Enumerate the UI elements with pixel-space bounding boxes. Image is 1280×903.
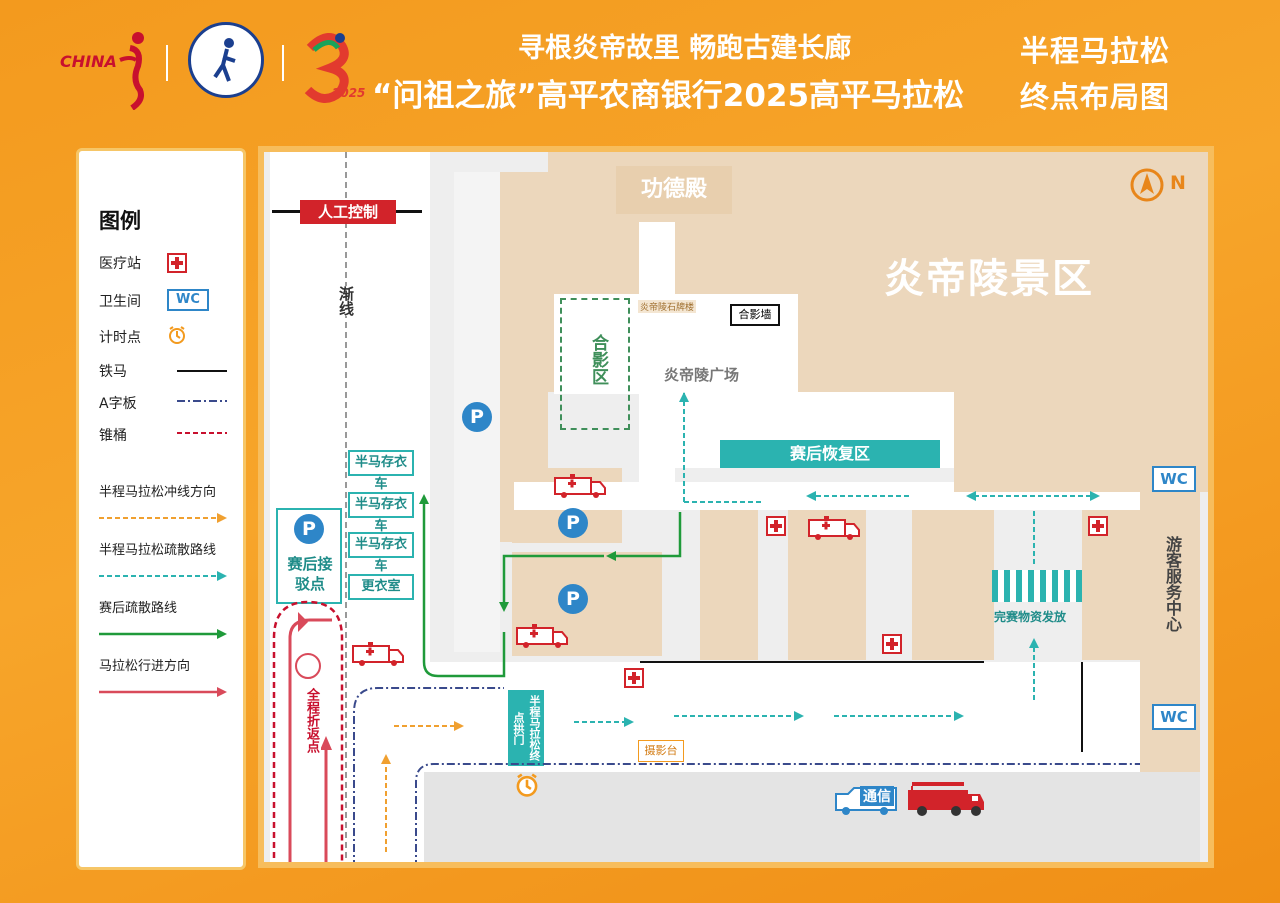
- red-arrow-icon: [99, 687, 227, 697]
- header-slogan: 寻根炎帝故里 畅跑古建长廊: [518, 33, 852, 64]
- logo-divider: [166, 45, 168, 81]
- medical-station-icon: [624, 668, 644, 688]
- legend-label-wc: 卫生间: [99, 294, 141, 310]
- bag-truck-3: 半马存衣车: [348, 532, 414, 574]
- turnaround-route: [272, 600, 344, 862]
- photo-wall: 合影墙: [730, 304, 780, 326]
- recovery-area-label: 赛后恢复区: [789, 444, 870, 463]
- athletes-association-logo: [188, 22, 264, 98]
- ambulance-icon: [808, 516, 860, 540]
- bag-truck-2: 半马存衣车: [348, 492, 414, 534]
- ambulance-icon: [516, 624, 568, 648]
- road-center-line: [345, 152, 347, 862]
- legend-panel: 图例 医疗站 卫生间 WC 计时点 铁马 A字板 锥桶 半程马拉松冲线方向 半程…: [76, 148, 246, 870]
- legend-label-half-evac: 半程马拉松疏散路线: [99, 543, 217, 558]
- teal-dashed-arrow-icon: [99, 571, 227, 581]
- route-lines: [353, 392, 1140, 862]
- photo-wall-label: 合影墙: [738, 308, 772, 321]
- legend-label-barrier: 铁马: [99, 364, 127, 380]
- recovery-area: 赛后恢复区: [720, 440, 940, 468]
- timer-icon: [169, 326, 185, 344]
- pickup-point: P 赛后接驳点: [276, 508, 342, 604]
- map-title-line2: 终点布局图: [1020, 80, 1171, 114]
- wc-icon: WC: [1152, 466, 1196, 492]
- bag-truck-1: 半马存衣车: [348, 450, 414, 492]
- visitor-center-label: 游客服务中心: [1163, 536, 1182, 632]
- athlete-figure-icon: [213, 38, 236, 82]
- map-panel: 功德殿 炎帝陵景区 N 人工控制 渐线 合影区 炎帝陵石牌楼 合影墙 炎帝陵广场…: [258, 146, 1214, 868]
- legend-label-medical: 医疗站: [99, 256, 141, 272]
- photo-area: 合影区: [560, 298, 630, 430]
- legend-label-a-board: A字板: [99, 396, 137, 412]
- stone-archway-label: 炎帝陵石牌楼: [638, 300, 697, 313]
- map-title-line1: 半程马拉松: [1020, 34, 1171, 68]
- communication-vehicle-label: 通信: [860, 786, 894, 806]
- bag-truck-label: 半马存衣车: [354, 455, 407, 492]
- finish-arch-label: 半程马拉松终点拱门: [512, 695, 541, 761]
- gongde-hall-label: 功德殿: [640, 177, 707, 202]
- legend-label-cone: 锥桶: [99, 428, 127, 444]
- plaza-lower: [639, 392, 964, 442]
- gradient-line-label: 渐线: [336, 286, 357, 316]
- dash-dot-line-icon: [177, 400, 227, 402]
- event-2025-logo-icon: [304, 33, 349, 103]
- manual-control-tag: 人工控制: [300, 200, 396, 224]
- parking-icon: P: [294, 514, 324, 544]
- parking-icon: P: [558, 508, 588, 538]
- pickup-point-label: 赛后接驳点: [287, 555, 333, 593]
- bag-truck-label: 半马存衣车: [354, 497, 407, 534]
- header-title: “问祖之旅”高平农商银行2025高平马拉松: [372, 78, 965, 114]
- building-c: [912, 510, 994, 660]
- legend-label-marathon-direction: 马拉松行进方向: [99, 659, 191, 674]
- logo-divider: [282, 45, 284, 81]
- bottom-grey-road: [424, 772, 1200, 862]
- header: CHINA 2025 寻根炎帝故里 畅跑古建长廊 “问祖之旅”高平农商银行202…: [0, 0, 1280, 135]
- fire-truck-icon: [908, 782, 984, 816]
- manual-control-label: 人工控制: [317, 203, 378, 221]
- legend-label-timer: 计时点: [99, 330, 141, 346]
- finish-arch: 半程马拉松终点拱门: [508, 690, 544, 766]
- wc-icon: WC: [167, 289, 209, 311]
- changing-room-label: 更衣室: [361, 579, 401, 594]
- building-a: [700, 510, 758, 660]
- legend-title: 图例: [99, 209, 141, 233]
- wc-icon: WC: [1152, 704, 1196, 730]
- photo-stage: 摄影台: [638, 740, 684, 762]
- legend-label-finish-direction: 半程马拉松冲线方向: [99, 485, 217, 500]
- red-dashed-line-icon: [177, 432, 227, 434]
- supply-area-label: 完赛物资发放: [994, 610, 1067, 624]
- green-arrow-icon: [99, 629, 227, 639]
- crosswalk: [992, 570, 1082, 602]
- ambulance-icon: [554, 474, 606, 498]
- changing-room: 更衣室: [348, 574, 414, 600]
- plaza-label: 炎帝陵广场: [664, 366, 740, 384]
- timer-icon: [516, 773, 538, 797]
- parking-icon: P: [462, 402, 492, 432]
- solid-line-icon: [177, 370, 227, 372]
- medical-cross-icon: [167, 253, 187, 273]
- orange-dashed-arrow-icon: [99, 513, 227, 523]
- photo-stage-label: 摄影台: [644, 744, 678, 757]
- north-label: N: [1170, 172, 1186, 194]
- medical-station-icon: [1088, 516, 1108, 536]
- legend-label-post-evac: 赛后疏散路线: [99, 601, 178, 616]
- ambulance-icon: [352, 642, 404, 666]
- medical-station-icon: [766, 516, 786, 536]
- scenic-area-label: 炎帝陵景区: [884, 256, 1094, 302]
- photo-area-label: 合影区: [588, 334, 608, 385]
- gongde-hall: 功德殿: [616, 166, 732, 214]
- logo-year: 2025: [332, 86, 366, 100]
- turnaround-label: 全程折返点: [302, 688, 321, 753]
- bag-truck-label: 半马存衣车: [354, 537, 407, 574]
- north-compass-icon: [1130, 168, 1164, 202]
- medical-station-icon: [882, 634, 902, 654]
- china-marathon-logo-text: CHINA: [60, 52, 117, 71]
- runner-logo-icon: [119, 32, 144, 110]
- parking-icon: P: [558, 584, 588, 614]
- china-marathon-logo: CHINA: [60, 30, 150, 110]
